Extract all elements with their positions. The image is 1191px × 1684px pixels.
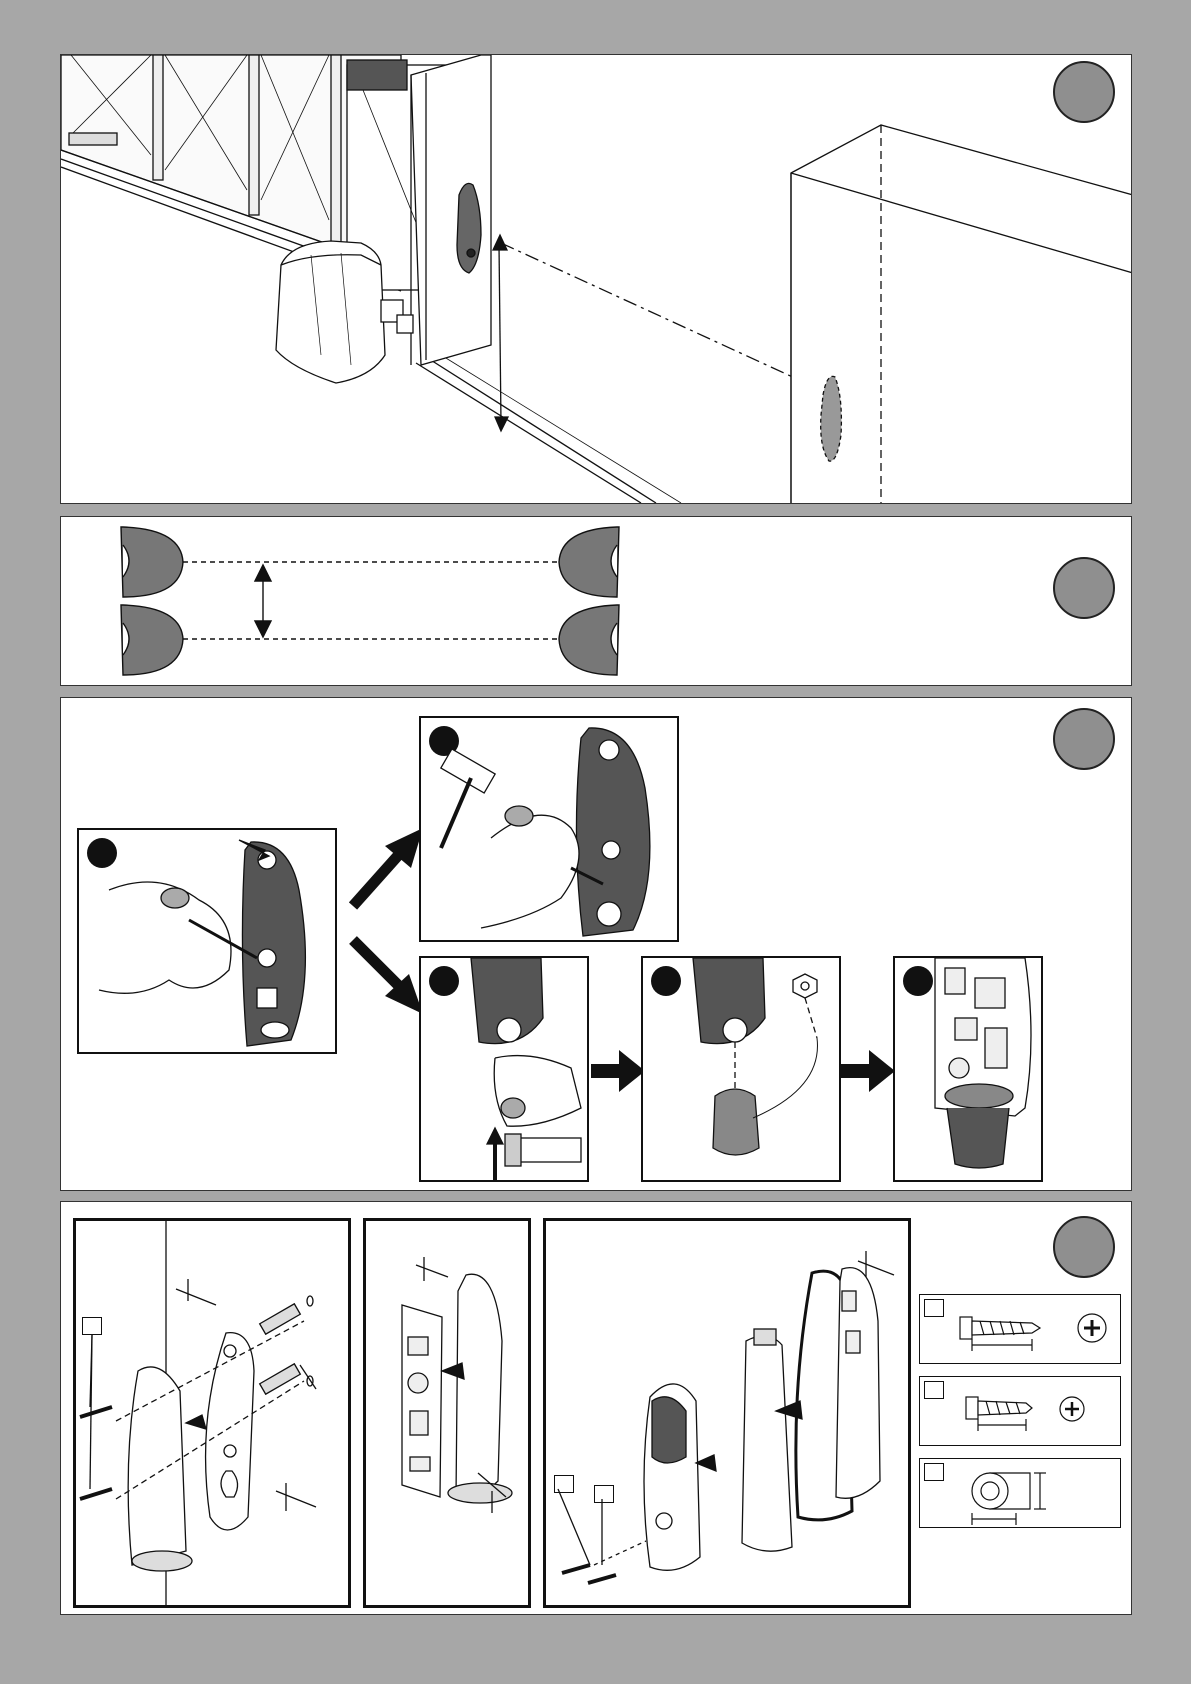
photocell-icon	[457, 183, 481, 273]
cable-gland-icon	[945, 1084, 1013, 1168]
screw-icon	[960, 1317, 1040, 1339]
substep-drill-hole	[77, 828, 337, 1054]
hand-icon	[481, 806, 579, 928]
circuit-board-icon	[402, 1305, 442, 1497]
step-badge-1	[1053, 61, 1115, 123]
frame-mount-base	[73, 1218, 351, 1608]
gasket-icon	[742, 1329, 792, 1551]
panel-photocell-alignment	[60, 516, 1132, 686]
screw-icon	[80, 1407, 112, 1499]
panel-mounting-and-closing	[60, 1201, 1132, 1615]
mounting-plate-icon	[206, 1333, 254, 1530]
substep-gland-mounted	[893, 956, 1043, 1182]
frame-insert-board	[363, 1218, 531, 1608]
panel-cable-entry-preparation	[60, 697, 1132, 1191]
step-badge-2	[1053, 557, 1115, 619]
wall-plug-icon	[260, 1304, 301, 1394]
panel-installation-overview	[60, 54, 1132, 504]
arrow-icon	[591, 1050, 647, 1092]
mounting-base-icon	[128, 1367, 192, 1571]
hammer-icon	[505, 1134, 581, 1166]
hand-icon	[99, 882, 231, 993]
screw-icon	[562, 1565, 616, 1583]
pillar-icon	[791, 125, 1132, 504]
photocell-alignment-illustration	[61, 517, 1132, 686]
spec-screw-type-a	[919, 1294, 1121, 1364]
step-badge-4	[1053, 1216, 1115, 1278]
cable-gland-icon	[713, 1089, 759, 1155]
gate-installation-illustration	[61, 55, 1132, 504]
spec-screw-type-b	[919, 1376, 1121, 1446]
step-badge-3	[1053, 708, 1115, 770]
substep-insert-cable-gland	[641, 956, 841, 1182]
screw-icon	[966, 1397, 1032, 1419]
spec-washer-type-c	[919, 1458, 1121, 1528]
cover-icon	[644, 1384, 700, 1570]
hammer-icon	[441, 749, 495, 848]
photocell-icon	[121, 527, 183, 675]
arrow-icon	[841, 1050, 897, 1092]
washer-icon	[972, 1473, 1030, 1509]
frame-close-cover	[543, 1218, 911, 1608]
substep-punch-from-below	[419, 956, 589, 1182]
substep-hammer-knockout	[419, 716, 679, 942]
gate-icon	[61, 55, 457, 291]
nut-icon	[793, 974, 817, 998]
hand-icon	[494, 1056, 581, 1127]
photocell-icon	[559, 527, 619, 675]
alignment-arrow-icon	[255, 565, 271, 637]
